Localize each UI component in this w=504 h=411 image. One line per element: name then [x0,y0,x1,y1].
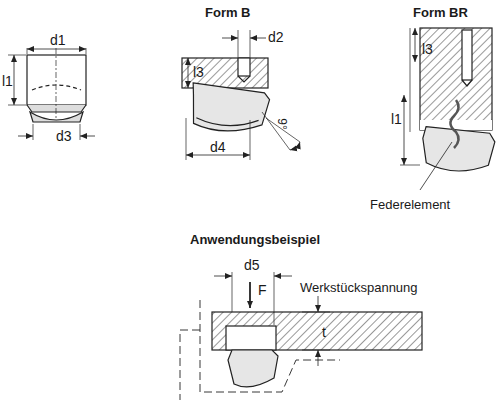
form-title: Form BR [413,6,468,19]
dimension-label: l1 [2,74,13,88]
dimension-label: d3 [56,129,72,143]
dimension-label: d4 [210,140,226,154]
part-label: Federelement [370,198,450,211]
dimension-label: l1 [391,112,402,126]
dimension-label: d2 [268,30,284,44]
note-label: Werkstückspannung [300,281,418,294]
dimension-label: l3 [193,65,204,79]
force-label: F [258,283,267,297]
angle-label: 9° [276,118,288,129]
dimension-label: t [322,325,326,339]
section-title: Anwendungsbeispiel [190,233,320,246]
dimension-label: l3 [422,42,433,56]
dimension-label: d5 [244,258,260,272]
form-title: Form B [205,6,251,19]
dimension-label: d1 [50,33,66,47]
